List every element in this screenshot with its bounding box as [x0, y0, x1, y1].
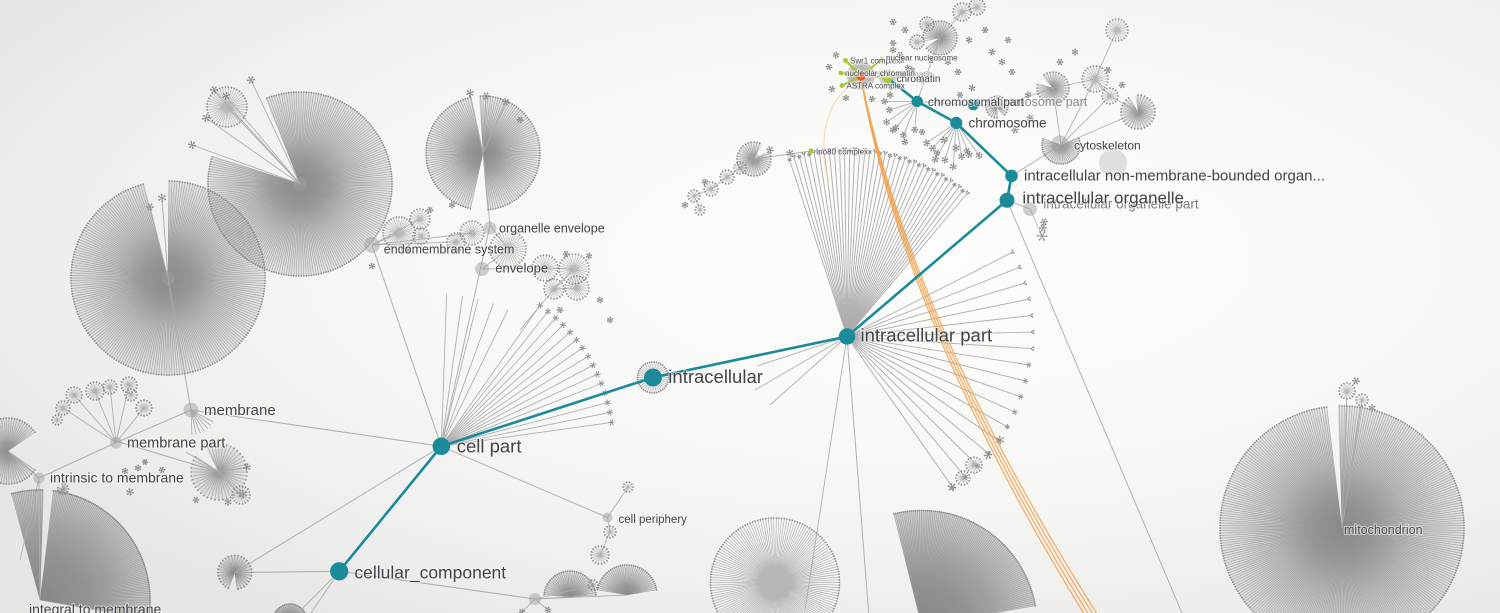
svg-text:cellular_component: cellular_component — [354, 563, 506, 584]
svg-text:chromatin: chromatin — [897, 74, 941, 85]
svg-text:Swr1 complex: Swr1 complex — [850, 57, 900, 66]
svg-text:organelle envelope: organelle envelope — [499, 221, 605, 235]
svg-text:intracellular part: intracellular part — [861, 325, 993, 346]
svg-text:endomembrane system: endomembrane system — [384, 243, 515, 257]
svg-text:mitochondrion: mitochondrion — [1344, 523, 1423, 537]
svg-text:membrane part: membrane part — [127, 435, 225, 451]
svg-text:nuclear nucleosome: nuclear nucleosome — [886, 54, 958, 63]
svg-text:envelope: envelope — [495, 261, 548, 276]
svg-text:cell part: cell part — [457, 436, 522, 457]
svg-text:ASTRA complex: ASTRA complex — [847, 82, 905, 91]
svg-text:intrinsic to membrane: intrinsic to membrane — [50, 470, 184, 486]
svg-text:nucleolar chromatin: nucleolar chromatin — [845, 69, 915, 78]
svg-text:cell periphery: cell periphery — [619, 514, 688, 526]
svg-text:nuclear chromatin: nuclear chromatin — [865, 69, 933, 79]
svg-text:cytoskeleton: cytoskeleton — [1074, 139, 1141, 153]
svg-text:chromosome: chromosome — [969, 116, 1047, 131]
svg-text:chromosomal part: chromosomal part — [928, 95, 1025, 109]
svg-text:chromosome part: chromosome part — [990, 95, 1088, 109]
svg-text:intracellular non-membrane-bou: intracellular non-membrane-bounded organ… — [1024, 167, 1325, 184]
svg-text:intracellular organelle part: intracellular organelle part — [1043, 197, 1199, 212]
svg-text:Ino80 complex: Ino80 complex — [816, 148, 868, 157]
svg-text:integral to membrane: integral to membrane — [29, 601, 162, 613]
svg-text:intracellular: intracellular — [668, 366, 763, 387]
svg-text:membrane: membrane — [204, 402, 276, 419]
svg-text:intracellular organelle: intracellular organelle — [1022, 189, 1184, 208]
